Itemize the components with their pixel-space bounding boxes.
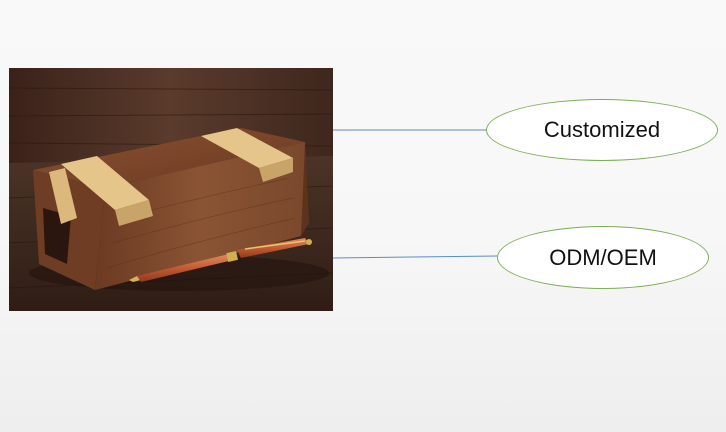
- callout-odm-oem: ODM/OEM: [497, 226, 709, 289]
- callout-customized: Customized: [486, 99, 718, 161]
- connector-line-odm-oem: [332, 255, 498, 259]
- callout-customized-label: Customized: [543, 117, 661, 142]
- callout-odm-oem-label: ODM/OEM: [549, 244, 657, 270]
- wooden-box-photo: [9, 68, 333, 311]
